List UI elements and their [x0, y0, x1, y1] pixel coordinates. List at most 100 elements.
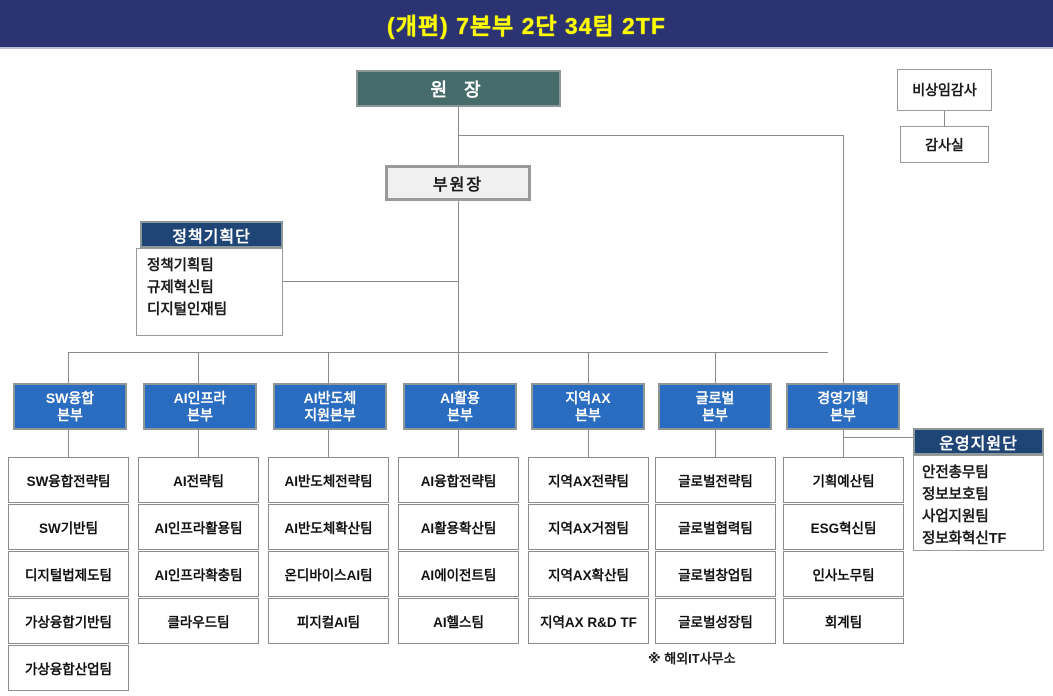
division-header-sw-convergence[interactable]: SW융합 본부 — [13, 383, 127, 430]
division-header-global[interactable]: 글로벌 본부 — [658, 383, 772, 430]
table-row[interactable]: AI헬스팀 — [398, 598, 519, 644]
division-title-line1: AI반도체 — [303, 389, 357, 406]
deputy-director-box[interactable]: 부원장 — [385, 165, 531, 201]
division-title-line2: 본부 — [830, 406, 856, 423]
connector-mgmt-vertical — [843, 135, 844, 383]
page-title: (개편) 7본부 2단 34팀 2TF — [387, 12, 666, 39]
division-title-line1: SW융합 — [45, 389, 95, 406]
table-row[interactable]: 피지컬AI팀 — [268, 598, 389, 644]
audit-office-label: 감사실 — [925, 136, 964, 153]
table-row[interactable]: ESG혁신팀 — [783, 504, 904, 550]
division-header-management-planning[interactable]: 경영기획 본부 — [786, 383, 900, 430]
director-label: 원 장 — [430, 79, 487, 100]
division-title-ai-semiconductor-support: AI반도체 지원본부 — [304, 390, 357, 424]
connector-auditor-down — [944, 110, 945, 127]
division-title-line2: 본부 — [57, 406, 83, 423]
connector-div-5 — [588, 352, 589, 383]
list-item: 정책기획팀 — [147, 258, 214, 274]
table-row[interactable]: 가상융합산업팀 — [8, 645, 129, 691]
list-item: 디지털인재팀 — [147, 302, 228, 318]
division-title-line2: 본부 — [575, 406, 601, 423]
division-title-line2: 본부 — [447, 406, 473, 423]
group-body-policy-planning: 정책기획팀 규제혁신팀 디지털인재팀 — [136, 248, 283, 336]
group-title-policy-planning: 정책기획단 — [172, 228, 251, 246]
division-title-line1: 경영기획 — [817, 389, 869, 406]
division-header-ai-infra[interactable]: AI인프라 본부 — [143, 383, 257, 430]
table-row[interactable]: 클라우드팀 — [138, 598, 259, 644]
connector-div7-team — [843, 430, 844, 457]
division-title-ai-utilization: AI활용 본부 — [440, 390, 480, 424]
list-item: 규제혁신팀 — [147, 280, 214, 296]
table-row[interactable]: 지역AX거점팀 — [528, 504, 649, 550]
table-row[interactable]: 지역AX R&D TF — [528, 598, 649, 644]
division-title-line2: 본부 — [187, 406, 213, 423]
division-title-regional-ax: 지역AX 본부 — [565, 390, 610, 424]
connector-director-right — [458, 135, 843, 136]
division-header-ai-utilization[interactable]: AI활용 본부 — [403, 383, 517, 430]
non-executive-auditor-box[interactable]: 비상임감사 — [897, 69, 992, 111]
table-row[interactable]: 글로벌전략팀 — [655, 457, 776, 503]
connector-div6-team — [715, 430, 716, 457]
table-row[interactable]: AI융합전략팀 — [398, 457, 519, 503]
non-executive-auditor-label: 비상임감사 — [912, 82, 977, 98]
connector-ops-group — [843, 437, 915, 438]
division-title-line1: 지역AX — [565, 389, 611, 406]
table-row[interactable]: 인사노무팀 — [783, 551, 904, 597]
division-title-line1: AI인프라 — [173, 389, 227, 406]
deputy-director-label: 부원장 — [432, 177, 484, 194]
list-item: 사업지원팀 — [922, 509, 989, 525]
division-title-global: 글로벌 본부 — [696, 390, 735, 424]
connector-div-3 — [328, 352, 329, 383]
table-row[interactable]: 글로벌창업팀 — [655, 551, 776, 597]
division-header-regional-ax[interactable]: 지역AX 본부 — [531, 383, 645, 430]
table-row[interactable]: AI인프라활용팀 — [138, 504, 259, 550]
division-title-line1: AI활용 — [440, 389, 480, 406]
division-title-ai-infra: AI인프라 본부 — [174, 390, 227, 424]
connector-div-6 — [715, 352, 716, 383]
table-row[interactable]: AI활용확산팀 — [398, 504, 519, 550]
group-title-operations-support: 운영지원단 — [939, 435, 1018, 453]
connector-div1-team — [68, 430, 69, 457]
table-row[interactable]: 온디바이스AI팀 — [268, 551, 389, 597]
connector-div2-team — [198, 430, 199, 457]
list-item: 정보화혁신TF — [922, 531, 1007, 547]
connector-div-2 — [198, 352, 199, 383]
list-item: 정보보호팀 — [922, 487, 989, 503]
table-row[interactable]: 가상융합기반팀 — [8, 598, 129, 644]
table-row[interactable]: AI전략팀 — [138, 457, 259, 503]
title-bar: (개편) 7본부 2단 34팀 2TF — [0, 0, 1053, 49]
director-box[interactable]: 원 장 — [356, 70, 561, 107]
table-row[interactable]: AI반도체확산팀 — [268, 504, 389, 550]
connector-div4-team — [458, 430, 459, 457]
table-row[interactable]: 지역AX확산팀 — [528, 551, 649, 597]
table-row[interactable]: SW기반팀 — [8, 504, 129, 550]
table-row[interactable]: 기획예산팀 — [783, 457, 904, 503]
connector-division-bus — [68, 352, 828, 353]
connector-div5-team — [588, 430, 589, 457]
table-row[interactable]: AI반도체전략팀 — [268, 457, 389, 503]
table-row[interactable]: 디지털법제도팀 — [8, 551, 129, 597]
table-row[interactable]: 글로벌성장팀 — [655, 598, 776, 644]
connector-div3-team — [328, 430, 329, 457]
connector-policy-group — [283, 281, 458, 282]
table-row[interactable]: 지역AX전략팀 — [528, 457, 649, 503]
table-row[interactable]: 회계팀 — [783, 598, 904, 644]
overseas-it-office-note: ※ 해외IT사무소 — [648, 651, 736, 666]
audit-office-box[interactable]: 감사실 — [900, 126, 989, 163]
group-header-policy-planning[interactable]: 정책기획단 — [140, 221, 283, 248]
connector-div-1 — [68, 352, 69, 383]
group-header-operations-support[interactable]: 운영지원단 — [913, 428, 1044, 455]
table-row[interactable]: AI인프라확충팀 — [138, 551, 259, 597]
table-row[interactable]: AI에이전트팀 — [398, 551, 519, 597]
table-row[interactable]: 글로벌협력팀 — [655, 504, 776, 550]
division-title-line2: 지원본부 — [304, 406, 356, 423]
group-body-operations-support: 안전총무팀 정보보호팀 사업지원팀 정보화혁신TF — [913, 455, 1044, 551]
division-title-sw-convergence: SW융합 본부 — [46, 390, 94, 424]
table-row[interactable]: SW융합전략팀 — [8, 457, 129, 503]
list-item: 안전총무팀 — [922, 465, 989, 481]
connector-div-4 — [458, 352, 459, 383]
division-header-ai-semiconductor-support[interactable]: AI반도체 지원본부 — [273, 383, 387, 430]
division-title-line2: 본부 — [702, 406, 728, 423]
connector-deputy-down — [458, 200, 459, 353]
